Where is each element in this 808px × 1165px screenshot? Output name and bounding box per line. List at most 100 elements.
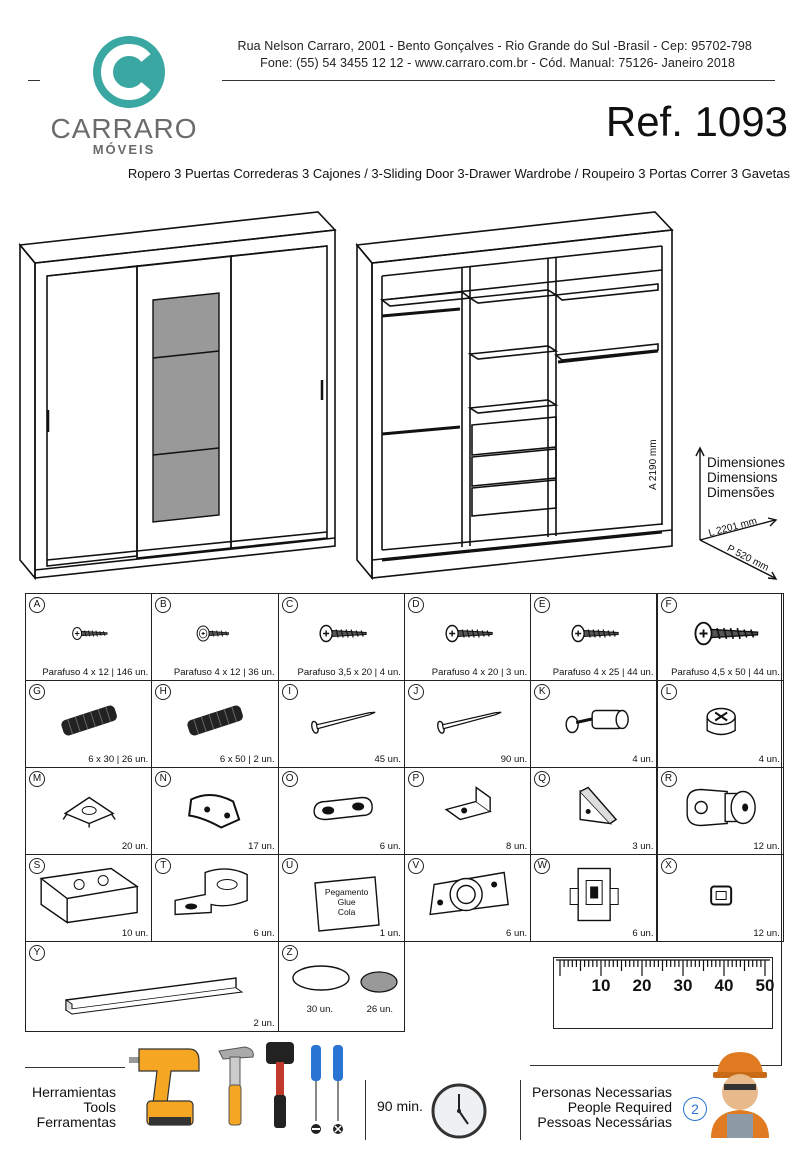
glue-label-l2: Glue bbox=[337, 897, 356, 907]
tools-label-en: Tools bbox=[83, 1099, 116, 1115]
part-letter: F bbox=[660, 597, 677, 613]
ruler-tick-label: 30 bbox=[673, 976, 693, 995]
tools-label: Herramientas Tools Ferramentas bbox=[20, 1085, 116, 1130]
product-subtitle: Ropero 3 Puertas Correderas 3 Cajones / … bbox=[127, 166, 790, 181]
rail-clip-icon bbox=[174, 868, 249, 916]
tools-label-pt: Ferramentas bbox=[36, 1114, 116, 1130]
worker-icon bbox=[711, 1052, 769, 1138]
part-letter: J bbox=[407, 684, 424, 700]
screwdriver-phillips-icon bbox=[333, 1045, 343, 1134]
reference-number: Ref. 1093 bbox=[605, 98, 788, 145]
glue-label-l3: Cola bbox=[337, 907, 356, 917]
tools-divider-2 bbox=[520, 1080, 521, 1140]
part-caption: 4 un. bbox=[758, 754, 780, 765]
part-caption: 12 un. bbox=[753, 928, 780, 939]
part-caption: 6 un. bbox=[253, 928, 275, 939]
contact-line: Fone: (55) 54 3455 12 12 - www.carraro.c… bbox=[260, 56, 735, 70]
part-letter: Q bbox=[534, 771, 551, 787]
part-letter: W bbox=[534, 858, 551, 874]
dowel-icon bbox=[187, 705, 244, 736]
ruler-tick-label: 20 bbox=[632, 976, 652, 995]
brand-subname: MÓVEIS bbox=[92, 142, 156, 157]
part-caption: 10 un. bbox=[121, 928, 149, 939]
header-dash bbox=[28, 80, 40, 81]
glue-label-l1: Pegamento bbox=[324, 887, 369, 897]
part-caption: Parafuso 4 x 20 | 3 un. bbox=[431, 667, 528, 678]
bumper-icon bbox=[709, 885, 732, 906]
clock-icon bbox=[431, 1083, 487, 1139]
carraro-logo-icon bbox=[93, 36, 165, 108]
part-letter: H bbox=[155, 684, 172, 700]
guide-icon bbox=[569, 867, 619, 922]
part-cell-f: F Parafuso 4,5 x 50 | 44 un. bbox=[656, 593, 784, 681]
bar-icon bbox=[65, 977, 244, 1015]
disc-icon bbox=[291, 965, 398, 993]
people-label-pt: Pessoas Necessárias bbox=[537, 1114, 672, 1130]
part-letter: R bbox=[660, 771, 677, 787]
ruler: 10 20 30 40 50 bbox=[553, 957, 774, 1029]
footer-rule-left bbox=[25, 1067, 125, 1068]
part-caption: 12 un. bbox=[753, 841, 780, 852]
ruler-tick-label: 10 bbox=[591, 976, 611, 995]
connector-bolt-icon bbox=[565, 709, 630, 734]
nail-icon bbox=[436, 711, 502, 734]
dimensions-title-en: Dimensions bbox=[707, 470, 778, 485]
part-cell-l: L 4 un. bbox=[656, 680, 784, 768]
part-caption: 2 un. bbox=[253, 1018, 275, 1029]
part-caption: 8 un. bbox=[506, 841, 528, 852]
part-caption: 6 x 30 | 26 un. bbox=[88, 754, 149, 765]
hammer-icon bbox=[218, 1046, 254, 1126]
part-cell-h: H 6 x 50 | 2 un. bbox=[151, 680, 279, 768]
part-caption: 3 un. bbox=[632, 841, 654, 852]
cam-lock-icon bbox=[705, 707, 736, 736]
part-caption: 45 un. bbox=[374, 754, 401, 765]
housing-icon bbox=[39, 867, 139, 924]
part-letter: U bbox=[281, 858, 298, 874]
part-caption: 1 un. bbox=[379, 928, 401, 939]
part-letter: L bbox=[660, 684, 677, 700]
part-caption: 90 un. bbox=[500, 754, 528, 765]
brand-logo: CARRARO MÓVEIS bbox=[28, 28, 220, 163]
part-letter: D bbox=[407, 597, 424, 613]
part-letter: A bbox=[29, 597, 45, 613]
part-letter: N bbox=[155, 771, 172, 787]
part-letter: G bbox=[29, 684, 45, 700]
people-label-es: Personas Necessarias bbox=[531, 1084, 672, 1100]
part-caption-a: 30 un. bbox=[306, 1004, 334, 1015]
dimension-axes bbox=[695, 446, 778, 580]
part-cell-p: P 8 un. bbox=[403, 767, 532, 855]
part-caption: Parafuso 3,5 x 20 | 4 un. bbox=[297, 667, 401, 678]
part-letter: B bbox=[155, 597, 172, 613]
part-letter: P bbox=[407, 771, 424, 787]
dimensions-title-es: Dimensiones bbox=[707, 455, 786, 470]
footer-rule-right bbox=[530, 1065, 782, 1066]
part-caption: 6 un. bbox=[506, 928, 528, 939]
glue-icon bbox=[313, 876, 380, 932]
part-letter: M bbox=[29, 771, 45, 787]
drill-icon bbox=[129, 1048, 200, 1126]
dimension-height: A 2190 mm bbox=[648, 439, 659, 490]
ruler-tick-label: 40 bbox=[714, 976, 734, 995]
angle-block-icon bbox=[579, 786, 618, 825]
ruler-tick-label: 50 bbox=[755, 976, 775, 995]
screw-icon bbox=[694, 621, 758, 646]
header-rule bbox=[222, 80, 775, 81]
part-caption: Parafuso 4,5 x 50 | 44 un. bbox=[671, 667, 780, 678]
dimensions-title-pt: Dimensões bbox=[707, 485, 775, 500]
part-caption: 6 x 50 | 2 un. bbox=[219, 754, 275, 765]
roller-icon bbox=[429, 871, 509, 916]
screw-icon bbox=[72, 626, 108, 641]
